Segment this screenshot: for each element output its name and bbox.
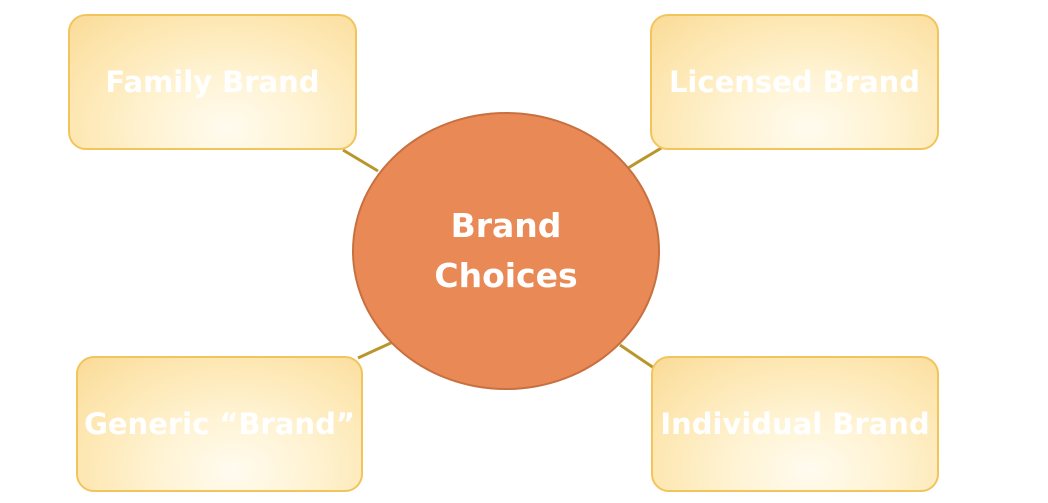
individual-brand-node: Individual Brand	[651, 356, 939, 492]
licensed-brand-label: Licensed Brand	[668, 65, 921, 99]
connector-individual	[619, 343, 655, 370]
hub-label: Brand Choices	[434, 206, 578, 295]
connector-generic	[357, 340, 394, 360]
generic-brand-node: Generic “Brand”	[76, 356, 363, 492]
licensed-brand-node: Licensed Brand	[650, 14, 939, 150]
connector-licensed	[627, 145, 664, 170]
connector-family	[342, 148, 379, 173]
generic-brand-label: Generic “Brand”	[84, 407, 355, 441]
brand-choices-hub: Brand Choices	[352, 112, 660, 390]
family-brand-label: Family Brand	[105, 65, 320, 99]
individual-brand-label: Individual Brand	[660, 407, 930, 441]
family-brand-node: Family Brand	[68, 14, 357, 150]
